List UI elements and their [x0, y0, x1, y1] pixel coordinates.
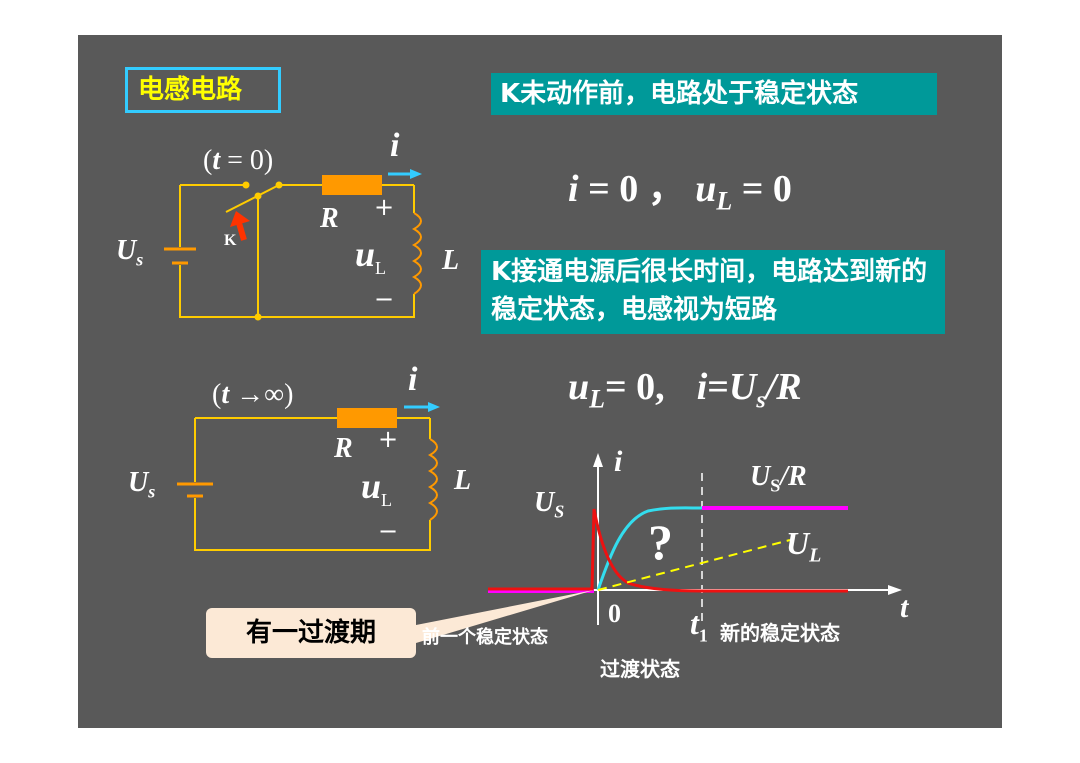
- graph-ul-dashed-line: [597, 539, 791, 591]
- eq2-u-sub: L: [589, 384, 606, 414]
- c2-plus-sign: +: [378, 425, 399, 453]
- c2-inductor-voltage-label: uL: [361, 466, 393, 511]
- eq2-u-value: = 0,: [605, 366, 665, 408]
- note-before-switch: K未动作前，电路处于稳定状态: [491, 73, 937, 115]
- graph-ul-label: UL: [786, 525, 822, 567]
- equation-1: i = 0 ， uL = 0: [568, 157, 792, 217]
- c1-battery-gap: [170, 247, 190, 265]
- eq2-i: i: [696, 366, 708, 408]
- graph-us-label: US: [534, 487, 565, 522]
- c1-inductor-label: L: [442, 245, 460, 276]
- c1-time-label: (t = 0): [203, 145, 274, 176]
- graph-current-curve: [596, 506, 703, 591]
- graph-question-mark: ?: [648, 514, 673, 570]
- c2-battery-gap: [185, 482, 205, 498]
- graph-transient-label: 过渡状态: [600, 657, 680, 681]
- eq1-i: i: [568, 168, 579, 210]
- c1-plus-sign: +: [374, 193, 395, 221]
- c1-junction-top: [254, 192, 262, 200]
- c2-current-arrow-head: [428, 402, 440, 412]
- transition-pointer: [416, 590, 594, 643]
- eq1-i-value: = 0 ，: [578, 168, 696, 210]
- c1-switch-pivot: [242, 181, 250, 189]
- c2-time-label: (t →∞): [212, 379, 294, 410]
- c1-switch-blade: [225, 184, 280, 213]
- c1-switch-contact: [275, 181, 283, 189]
- c1-inductor-coil: [411, 212, 422, 295]
- c1-current-arrow-head: [410, 169, 422, 179]
- circuit-2: [194, 417, 438, 551]
- eq1-u: u: [695, 168, 717, 210]
- graph-y-axis-arrow: [593, 453, 603, 467]
- eq2-equals: =: [707, 366, 729, 408]
- c1-switch-arrow-head: [230, 211, 250, 227]
- c2-inductor-label: L: [454, 465, 472, 496]
- c1-switch-label: K: [224, 232, 237, 249]
- c2-resistor: [337, 408, 397, 428]
- c2-minus-sign: −: [378, 517, 399, 545]
- c1-minus-sign: −: [374, 285, 395, 313]
- note-after-switch: K接通电源后很长时间，电路达到新的稳定状态，电感视为短路: [481, 250, 945, 334]
- graph-prev-state-label: 前一个稳定状态: [422, 627, 548, 648]
- c2-current-label: i: [408, 361, 418, 398]
- eq2-divide-r: /R: [765, 366, 802, 408]
- graph-x-axis-arrow: [888, 585, 902, 595]
- eq2-us-sub: s: [756, 387, 766, 414]
- slide: 电感电路 K未动作前，电路处于稳定状态 K接通电源后很长时间，电路达到新的稳定状…: [78, 35, 1002, 728]
- c1-resistor: [322, 175, 382, 195]
- c1-inductor-voltage-label: uL: [355, 234, 387, 279]
- equation-2: uL= 0, i=Us/R: [568, 365, 802, 415]
- c2-source-label: Us: [128, 467, 156, 502]
- graph-y-axis-label: i: [614, 445, 623, 478]
- c2-inductor-coil: [427, 438, 438, 521]
- eq1-u-value: = 0: [732, 168, 792, 210]
- c1-junction-bottom: [254, 313, 262, 321]
- graph-new-state-label: 新的稳定状态: [720, 621, 840, 645]
- c1-current-label: i: [390, 127, 400, 164]
- graph-t1-label: t1: [690, 605, 708, 646]
- transition-callout: 有一过渡期: [206, 608, 416, 658]
- graph-origin-label: 0: [608, 599, 621, 628]
- eq1-u-sub: L: [716, 186, 733, 216]
- c1-resistor-label: R: [320, 203, 339, 234]
- graph-usr-label: US/R: [750, 461, 807, 496]
- slide-title: 电感电路: [125, 67, 281, 113]
- c1-switch-arrow: [236, 222, 247, 241]
- eq2-us: U: [728, 366, 757, 408]
- c2-resistor-label: R: [334, 433, 353, 464]
- diagram-canvas: [164, 169, 902, 643]
- graph-x-axis-label: t: [900, 591, 909, 624]
- c1-source-label: Us: [116, 235, 144, 270]
- eq2-u: u: [568, 366, 590, 408]
